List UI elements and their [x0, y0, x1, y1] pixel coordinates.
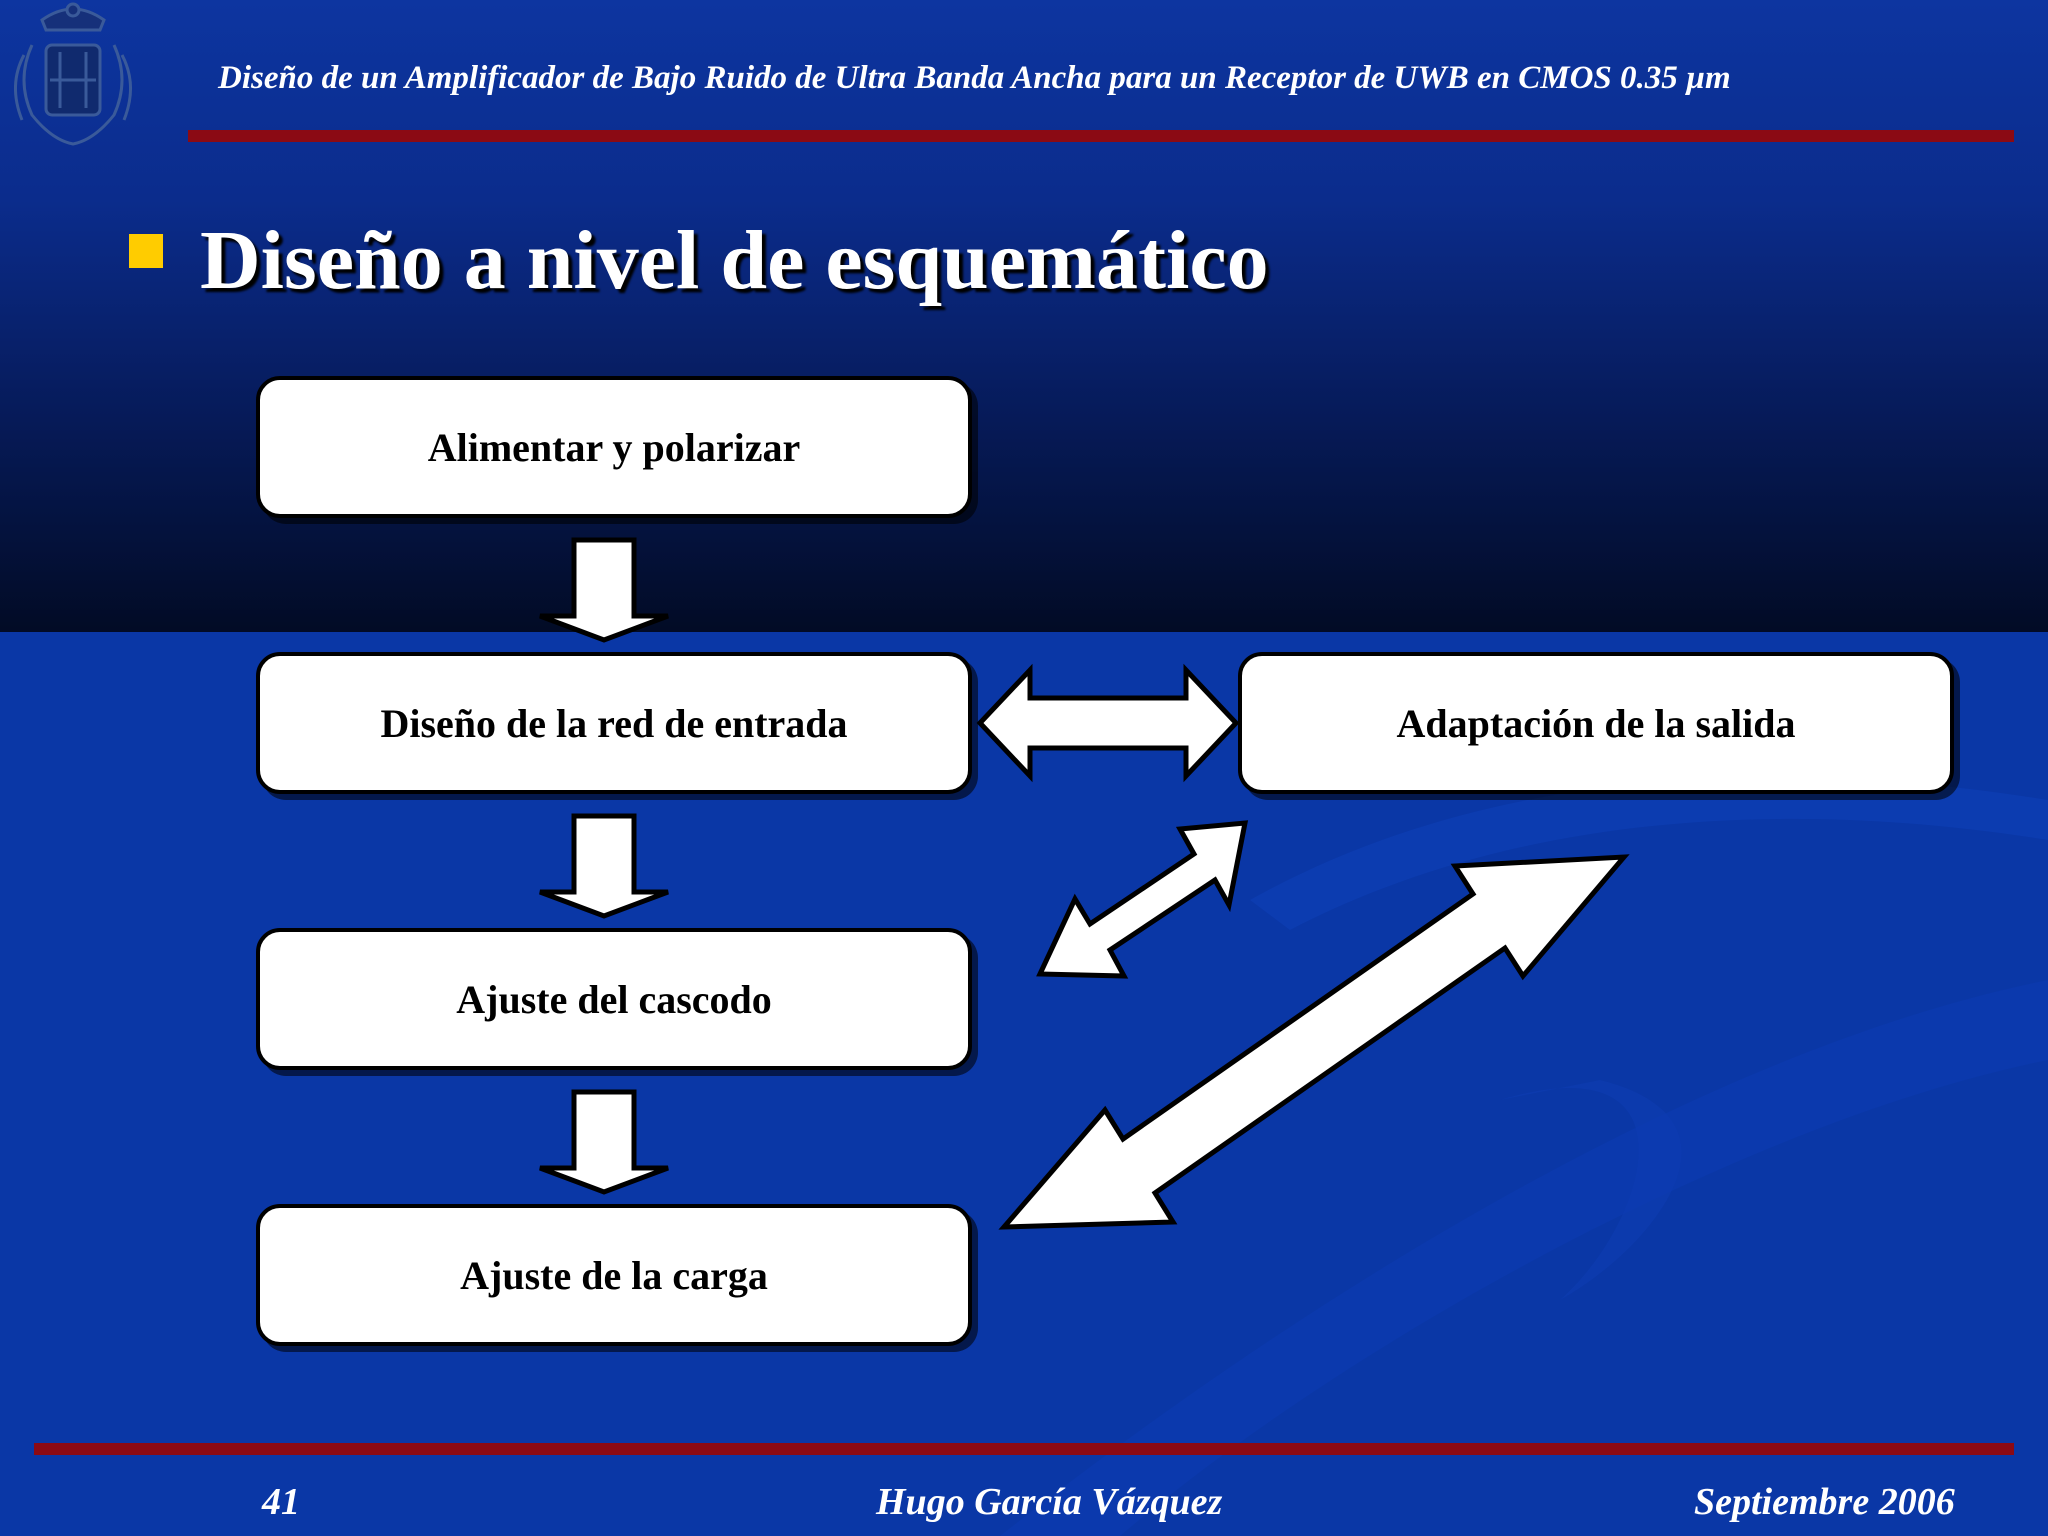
slide-title: Diseño a nivel de esquemático [200, 214, 1269, 307]
diagram-node-carga: Ajuste de la carga [256, 1204, 972, 1346]
footer-author: Hugo García Vázquez [876, 1481, 1223, 1523]
diagram-node-salida: Adaptación de la salida [1238, 652, 1954, 794]
footer-divider [34, 1443, 2014, 1455]
bullet-square-icon [129, 234, 163, 268]
header-divider [188, 130, 2014, 142]
header-title: Diseño de un Amplificador de Bajo Ruido … [218, 60, 1731, 96]
arrow-cascodo-to-carga [539, 1089, 669, 1195]
university-crest-icon [13, 2, 133, 146]
arrow-entrada-to-cascodo [539, 813, 669, 919]
diagram-node-entrada: Diseño de la red de entrada [256, 652, 972, 794]
arrow-cascodo-salida-bidirectional [1036, 820, 1249, 979]
background-gradient [0, 0, 2048, 632]
arrow-alimentar-to-entrada [539, 537, 669, 643]
arrow-carga-salida-bidirectional [998, 854, 1630, 1230]
arrow-entrada-salida-bidirectional [976, 663, 1240, 783]
page-number: 41 [262, 1481, 300, 1523]
footer-date: Septiembre 2006 [1694, 1481, 1955, 1523]
diagram-node-cascodo: Ajuste del cascodo [256, 928, 972, 1070]
diagram-node-alimentar: Alimentar y polarizar [256, 376, 972, 518]
